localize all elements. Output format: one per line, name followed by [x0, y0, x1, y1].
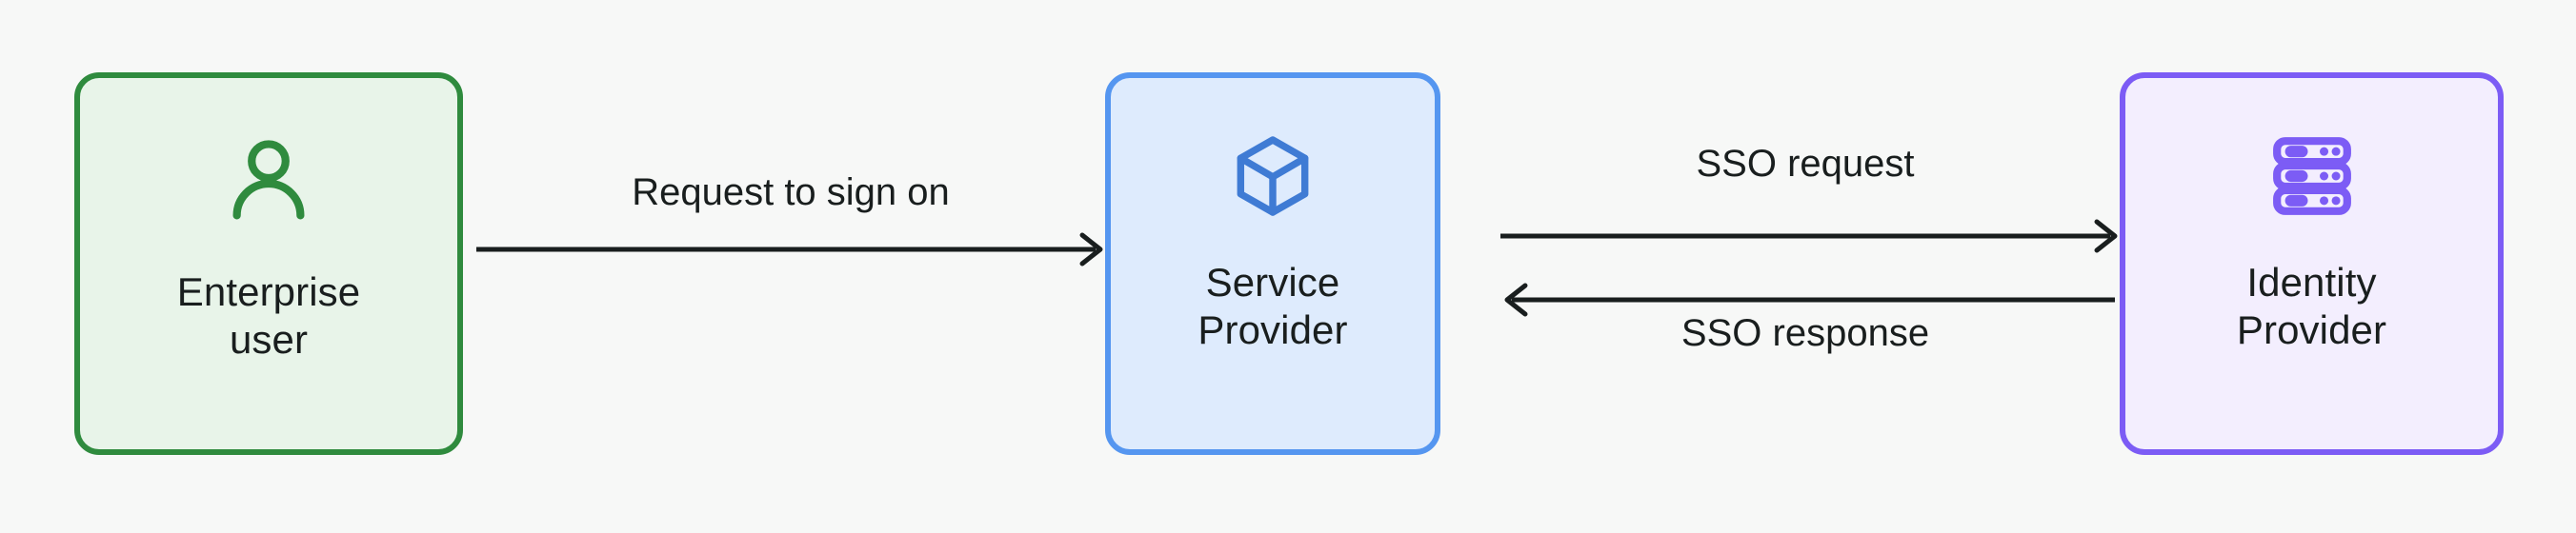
node-enterprise-user-label: Enterprise user: [176, 269, 361, 362]
node-identity-provider-label: Identity Provider: [2236, 260, 2387, 352]
node-identity-provider[interactable]: Identity Provider: [2120, 72, 2504, 455]
node-service-provider[interactable]: Service Provider: [1105, 72, 1440, 455]
server-rack-icon: [2267, 131, 2357, 221]
edge-request-sign-on-label: Request to sign on: [632, 171, 950, 213]
edge-sso-response-arrow: [1500, 279, 2122, 326]
edge-request-sign-on-arrow: [476, 228, 1107, 275]
cube-icon: [1228, 131, 1318, 221]
edge-sso-request-arrow: [1500, 215, 2122, 262]
edge-sso-response-label: SSO response: [1680, 312, 1930, 354]
node-enterprise-user[interactable]: Enterprise user: [74, 72, 463, 455]
person-icon: [219, 131, 318, 230]
edge-sso-request-label: SSO request: [1696, 143, 1915, 185]
node-service-provider-label: Service Provider: [1197, 260, 1348, 352]
